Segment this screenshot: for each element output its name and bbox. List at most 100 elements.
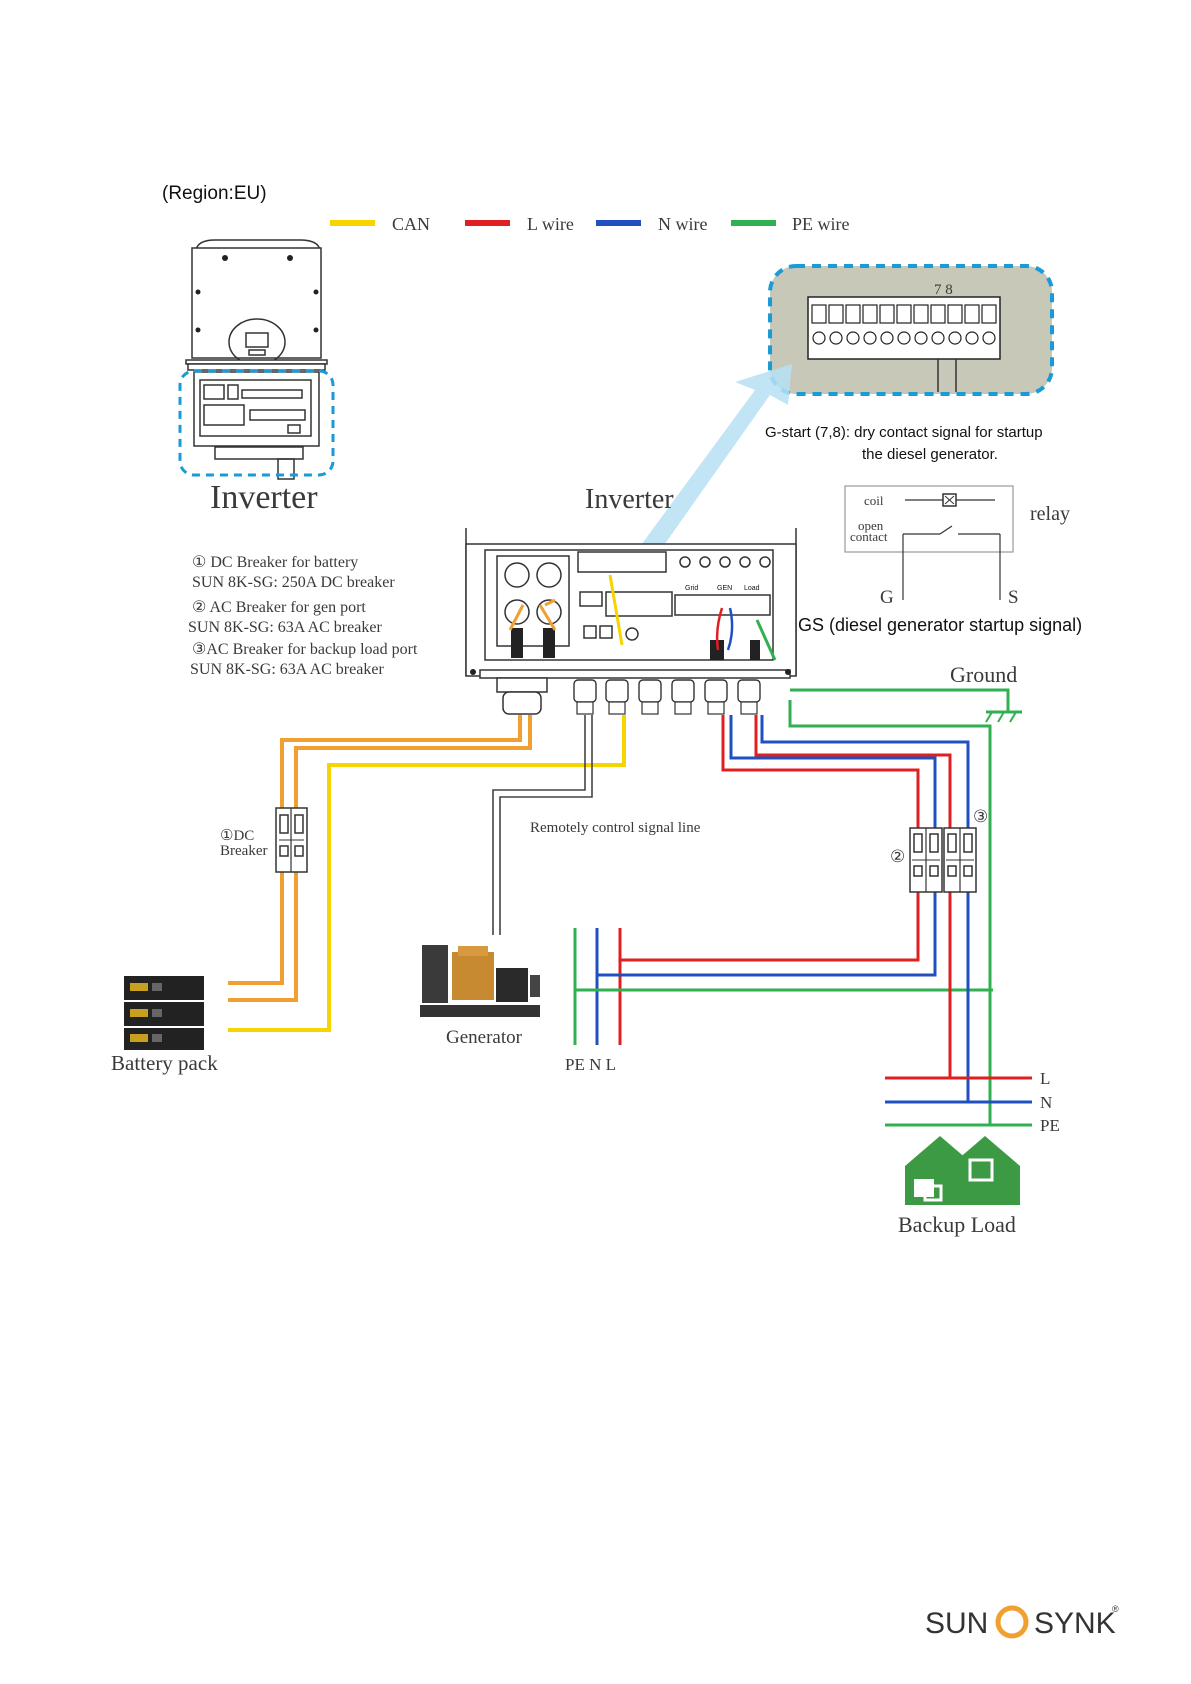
terminal-screw bbox=[982, 331, 996, 345]
generator-label: Generator bbox=[446, 1027, 523, 1048]
legend: CAN L wire N wire PE wire bbox=[330, 214, 850, 234]
ac-breaker-gen bbox=[909, 827, 943, 893]
terminal-cell bbox=[879, 304, 895, 324]
cable-glands bbox=[573, 679, 761, 715]
gs-caption: GS (diesel generator startup signal) bbox=[798, 615, 1082, 635]
note-gen-title: ② AC Breaker for gen port bbox=[192, 599, 366, 616]
port-grid-label: Grid bbox=[685, 585, 698, 592]
note-load-detail: SUN 8K-SG: 63A AC breaker bbox=[190, 661, 384, 678]
port-load-label: Load bbox=[744, 585, 760, 592]
terminal-cell bbox=[811, 304, 827, 324]
note-load-title: ③AC Breaker for backup load port bbox=[192, 641, 418, 658]
gstart-note-line1: G-start (7,8): dry contact signal for st… bbox=[765, 424, 1043, 441]
relay-g-label: G bbox=[880, 587, 894, 608]
can-cable bbox=[228, 715, 626, 1032]
terminal-screw bbox=[965, 331, 979, 345]
legend-l-label: L wire bbox=[527, 214, 574, 234]
generator-icon bbox=[420, 945, 540, 1017]
cable-gland bbox=[573, 679, 597, 703]
brand-logo: SUN SYNK ® bbox=[925, 1604, 1119, 1640]
terminal-cell bbox=[913, 304, 929, 324]
terminal-strip bbox=[807, 296, 1001, 360]
cable-gland-nut bbox=[674, 701, 692, 715]
cable-gland-nut bbox=[740, 701, 758, 715]
legend-n-label: N wire bbox=[658, 214, 707, 234]
breaker-notes: ① DC Breaker for battery SUN 8K-SG: 250A… bbox=[188, 554, 418, 678]
terminal-cell bbox=[964, 304, 980, 324]
cable-gland bbox=[737, 679, 761, 703]
terminal-screw bbox=[846, 331, 860, 345]
load-port-wiring bbox=[754, 715, 970, 1102]
relay-title: relay bbox=[1030, 503, 1070, 525]
load-l-label: L bbox=[1040, 1069, 1050, 1088]
cable-gland bbox=[671, 679, 695, 703]
gstart-note-line2: the diesel generator. bbox=[862, 446, 998, 463]
note-dc-title: ① DC Breaker for battery bbox=[192, 554, 358, 571]
brand-mark-icon bbox=[995, 1605, 1029, 1639]
terminal-cells bbox=[811, 304, 997, 345]
terminal-screw bbox=[863, 331, 877, 345]
terminal-cell bbox=[828, 304, 844, 324]
relay-contact-label: contact bbox=[850, 529, 888, 544]
inverter-wiring-bay: Grid GEN Load bbox=[465, 528, 797, 715]
terminal-cell bbox=[981, 304, 997, 324]
relay-coil-label: coil bbox=[864, 493, 884, 508]
region-label: (Region:EU) bbox=[162, 183, 267, 204]
callout-arrow bbox=[630, 364, 792, 565]
cable-gland-nut bbox=[576, 701, 594, 715]
relay-s-label: S bbox=[1008, 587, 1019, 608]
gen-terminals-label: PE N L bbox=[565, 1055, 616, 1074]
backup-load-label: Backup Load bbox=[898, 1212, 1016, 1237]
cable-gland bbox=[704, 679, 728, 703]
inverter-left-label: Inverter bbox=[210, 479, 318, 516]
cable-gland bbox=[638, 679, 662, 703]
terminal-cell bbox=[862, 304, 878, 324]
load-n-label: N bbox=[1040, 1093, 1052, 1112]
terminal-cell bbox=[845, 304, 861, 324]
breaker-mark-load: ③ bbox=[973, 807, 988, 826]
note-gen-detail: SUN 8K-SG: 63A AC breaker bbox=[188, 619, 382, 636]
ac-breaker-load bbox=[943, 827, 977, 893]
battery-pack-icon bbox=[124, 976, 204, 1050]
terminal-cell bbox=[947, 304, 963, 324]
dc-breaker bbox=[275, 807, 308, 873]
ground-label: Ground bbox=[950, 662, 1017, 687]
terminal-screw bbox=[829, 331, 843, 345]
brand-left: SUN bbox=[925, 1607, 988, 1640]
terminal-screw bbox=[914, 331, 928, 345]
terminal-screw bbox=[897, 331, 911, 345]
cable-gland-nut bbox=[608, 701, 626, 715]
legend-pe-label: PE wire bbox=[792, 214, 850, 234]
signal-wire-a bbox=[492, 715, 586, 935]
dc-breaker-label-2: Breaker bbox=[220, 843, 267, 859]
brand-right: SYNK bbox=[1034, 1607, 1116, 1640]
cable-gland-nut bbox=[641, 701, 659, 715]
port-gen-label: GEN bbox=[717, 585, 732, 592]
terminal-screw bbox=[880, 331, 894, 345]
terminal-cell bbox=[896, 304, 912, 324]
terminal-screw bbox=[812, 331, 826, 345]
terminal-screw bbox=[931, 331, 945, 345]
pe-ground-wiring bbox=[788, 688, 1022, 1125]
signal-line-label: Remotely control signal line bbox=[530, 820, 701, 836]
terminal-pin-label: 7 8 bbox=[934, 282, 953, 298]
load-pe-label: PE bbox=[1040, 1116, 1060, 1135]
cable-gland-nut bbox=[707, 701, 725, 715]
signal-wire-b bbox=[499, 715, 593, 935]
generator-lines bbox=[573, 928, 622, 1045]
battery-label: Battery pack bbox=[111, 1051, 218, 1075]
relay-schematic: coil open contact relay G S bbox=[844, 485, 1070, 608]
terminal-screw bbox=[948, 331, 962, 345]
load-output-lines bbox=[885, 1076, 1032, 1127]
breaker-mark-gen: ② bbox=[890, 847, 905, 866]
brand-registered: ® bbox=[1112, 1604, 1119, 1614]
house-icon bbox=[905, 1136, 1020, 1205]
dc-breaker-label-1: ①DC bbox=[220, 828, 254, 844]
terminal-cell bbox=[930, 304, 946, 324]
callout-dashed-frame bbox=[178, 369, 335, 477]
inverter-front-illustration bbox=[178, 239, 335, 480]
relay-box bbox=[844, 485, 1014, 553]
terminal-block-detail: 7 8 bbox=[768, 264, 1054, 396]
gen-port-wiring bbox=[575, 715, 993, 992]
